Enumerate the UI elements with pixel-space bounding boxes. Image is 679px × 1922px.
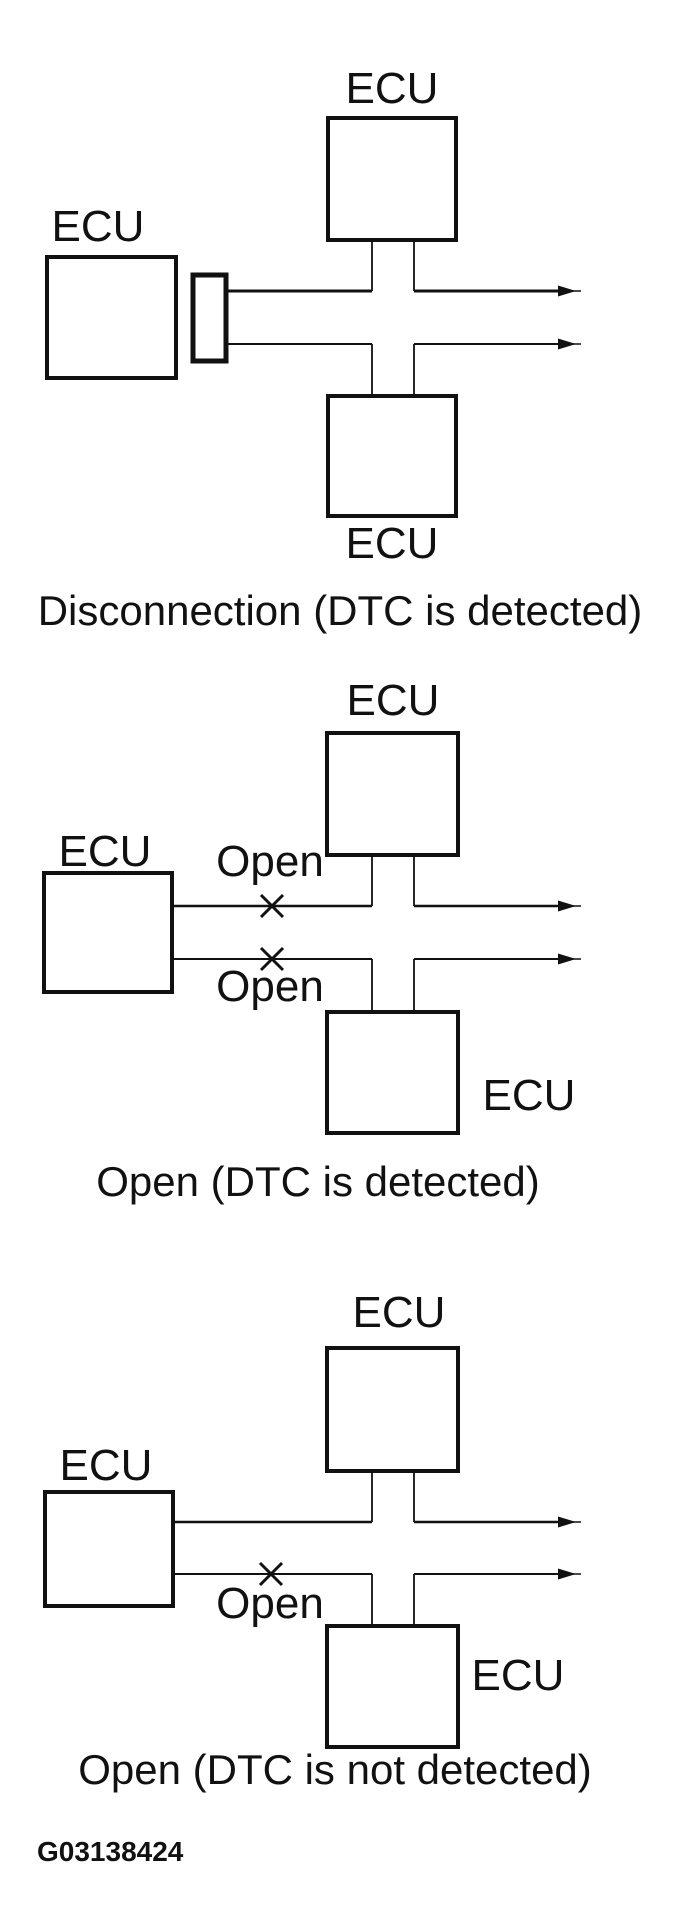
arrowhead-bottom [558,1568,576,1580]
ecu-box-bottom [325,1010,460,1135]
arrow-stems [560,1521,581,1575]
diagram-open-detected [42,731,581,1135]
ecu-box-bottom [325,1624,460,1749]
arrowhead-top [558,900,576,912]
diagram-disconnection [45,116,581,518]
ecu-label-bottom: ECU [482,1071,576,1120]
ecu-label-top: ECU [346,676,440,725]
open-label-bottom: Open [216,1579,324,1628]
arrowhead-top [558,1516,576,1528]
figure-code: G03138424 [37,1836,184,1867]
ecu-box-top [325,1346,460,1473]
ecu-box-left [43,1490,175,1608]
open-break-x-icon [259,893,285,919]
ecu-label-left: ECU [59,1441,153,1490]
open-break-x-icon [258,1561,284,1587]
ecu-box-top [325,731,460,857]
ecu-box-bottom [326,394,458,518]
caption-open-not-detected: Open (DTC is not detected) [78,1746,592,1793]
ecu-label-top: ECU [352,1288,446,1337]
arrowhead-bottom [558,953,576,965]
vertical-bus-channel [371,240,415,396]
caption-disconnection: Disconnection (DTC is detected) [37,587,643,634]
vertical-bus-channel [371,1471,415,1626]
arrowhead-bottom [558,338,576,350]
open-label-bottom: Open [216,962,324,1011]
diagram-open-not-detected [43,1346,581,1749]
ecu-label-bottom: ECU [471,1651,565,1700]
arrow-stems [560,290,581,345]
ecu-label-left: ECU [58,827,152,876]
caption-open-detected: Open (DTC is detected) [96,1158,540,1205]
ecu-label-bottom: ECU [345,519,439,568]
vertical-bus-channel [371,855,415,1012]
ecu-label-left: ECU [51,202,145,251]
ecu-box-top [326,116,458,242]
arrow-stems [560,905,581,960]
disconnected-connector [190,272,229,364]
open-label-top: Open [216,837,324,886]
ecu-box-left [42,871,174,994]
ecu-box-left [45,255,178,380]
open-break-x-icon [259,946,285,972]
ecu-label-top: ECU [345,64,439,113]
arrowhead-top [558,285,576,297]
